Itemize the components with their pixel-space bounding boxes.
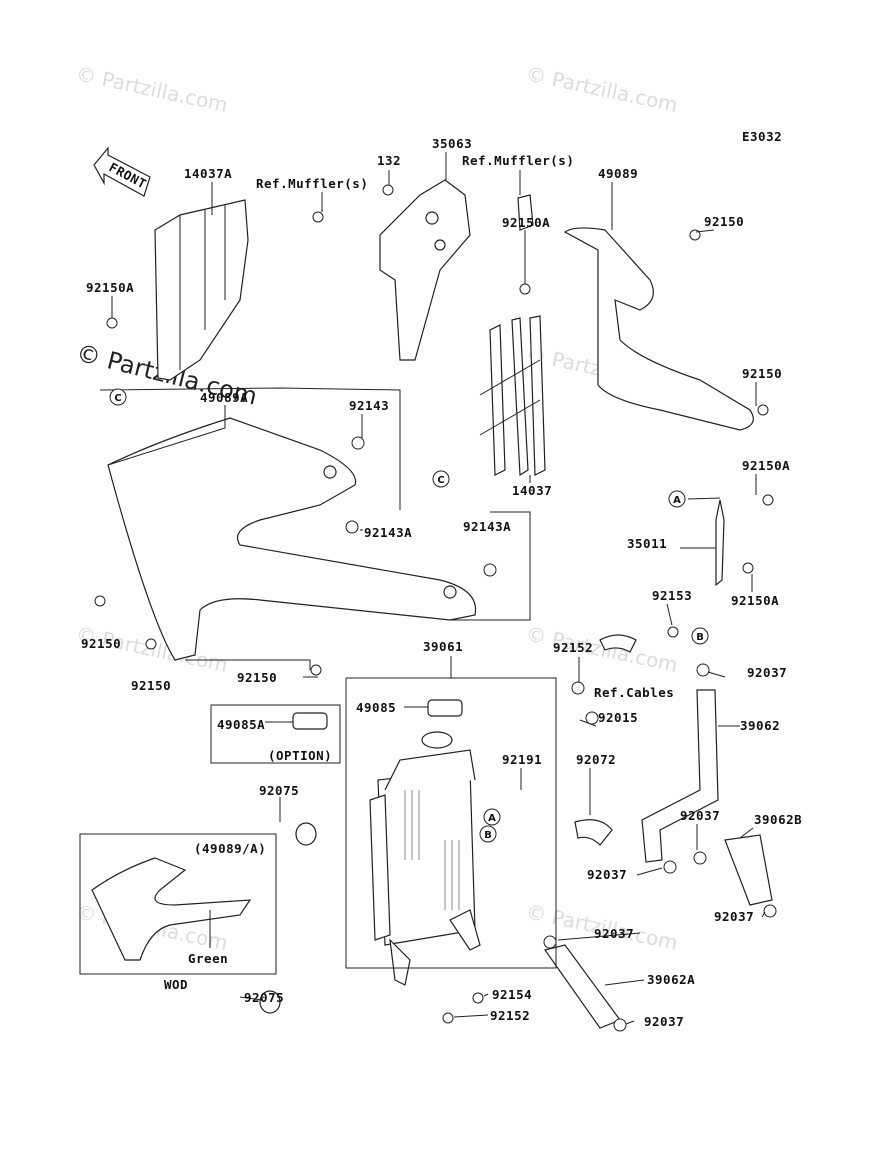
part-label: 49085A	[217, 717, 265, 732]
part-label: 92150A	[731, 593, 779, 608]
part-label: 92143A	[364, 525, 412, 540]
color-label: Green	[188, 951, 228, 966]
wod-shroud	[91, 857, 252, 961]
part-label: 92150	[131, 678, 171, 693]
part-label: 92150	[742, 366, 782, 381]
shroud-hole	[323, 465, 337, 479]
clamp-92072	[574, 819, 613, 846]
part-label: 39061	[423, 639, 463, 654]
svg-text:A: A	[673, 495, 681, 506]
svg-text:B: B	[484, 830, 492, 841]
leader-lines	[99, 152, 766, 1025]
variant-label: (49089/A)	[194, 841, 266, 856]
part-label: 92072	[576, 752, 616, 767]
part-label: 92152	[553, 640, 593, 655]
grommet	[295, 822, 317, 846]
radiator-shroud-right	[563, 227, 754, 431]
callout-b-1: B	[691, 627, 709, 645]
cap-49085	[427, 699, 463, 717]
radiator-bracket	[379, 179, 471, 361]
callout-a-1: A	[668, 490, 686, 508]
part-label: 92150	[81, 636, 121, 651]
part-label: 49089A	[200, 390, 248, 405]
watermark: © Partzilla.com	[524, 621, 680, 677]
part-label: 14037	[512, 483, 552, 498]
part-label: 49089	[598, 166, 638, 181]
part-label: 132	[377, 153, 401, 168]
part-label: 92075	[244, 990, 284, 1005]
radiator	[369, 731, 481, 986]
callout-c-2: C	[432, 470, 450, 488]
part-label: 92154	[492, 987, 532, 1002]
part-label: 49085	[356, 700, 396, 715]
part-label: 92037	[680, 808, 720, 823]
part-label: 92153	[652, 588, 692, 603]
part-label: 92150	[237, 670, 277, 685]
model-label: WOD	[164, 977, 188, 992]
part-label: 35063	[432, 136, 472, 151]
part-label: 92037	[644, 1014, 684, 1029]
cable-clamp	[599, 634, 637, 653]
front-arrow-icon: FRONT	[93, 146, 151, 197]
part-label: 92150A	[742, 458, 790, 473]
hose-39062	[641, 689, 719, 863]
radiator-shroud-left	[107, 417, 477, 661]
ref-label: Ref.Muffler(s)	[256, 176, 368, 191]
bracket-tab	[517, 194, 534, 231]
option-label: (OPTION)	[268, 748, 332, 763]
ref-label: Ref.Muffler(s)	[462, 153, 574, 168]
callout-b-2: B	[479, 825, 497, 843]
svg-text:C: C	[437, 475, 444, 486]
watermark: © Partzilla.com	[524, 61, 680, 117]
cap-49085A	[292, 712, 328, 730]
callout-a-2: A	[483, 808, 501, 826]
part-label: 39062	[740, 718, 780, 733]
part-label: 92037	[714, 909, 754, 924]
option-box	[210, 704, 341, 764]
part-label: 92150A	[502, 215, 550, 230]
part-label: 92143	[349, 398, 389, 413]
part-label: 92150A	[86, 280, 134, 295]
grommet	[259, 990, 281, 1014]
shroud-hole	[443, 585, 457, 599]
part-label: 92037	[587, 867, 627, 882]
svg-text:A: A	[488, 813, 496, 824]
radiator-guard-left	[154, 199, 249, 381]
stay	[715, 499, 725, 587]
wod-box	[79, 833, 277, 975]
part-label: 39062A	[647, 972, 695, 987]
part-label: 92075	[259, 783, 299, 798]
part-label: 92143A	[463, 519, 511, 534]
part-label: 92152	[490, 1008, 530, 1023]
watermark: © Partzilla.com	[74, 61, 230, 117]
part-label: 39062B	[754, 812, 802, 827]
diagram-code: E3032	[742, 129, 782, 144]
part-label: 92191	[502, 752, 542, 767]
part-label: 14037A	[184, 166, 232, 181]
part-labels: E3032 14037A 35063 132 Ref.Muffler(s) Re…	[81, 129, 802, 1029]
svg-text:B: B	[696, 632, 704, 643]
part-label: 92015	[598, 710, 638, 725]
part-label: 92037	[594, 926, 634, 941]
part-label: 92037	[747, 665, 787, 680]
bolts	[94, 184, 777, 1032]
ref-label: Ref.Cables	[594, 685, 674, 700]
part-label: 92150	[704, 214, 744, 229]
radiator-guard-right	[479, 315, 546, 477]
svg-text:C: C	[114, 393, 121, 404]
callout-c-1: C	[109, 388, 127, 406]
hose-39062B	[724, 834, 773, 906]
part-label: 35011	[627, 536, 667, 551]
